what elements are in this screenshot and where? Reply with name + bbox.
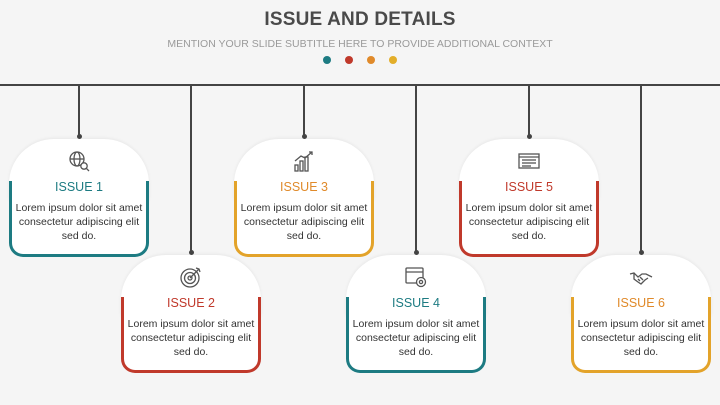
target-icon	[179, 265, 203, 289]
decor-dot-orange	[367, 56, 375, 64]
document-icon	[517, 149, 541, 173]
timeline-line	[0, 84, 720, 86]
page-title: ISSUE AND DETAILS	[264, 9, 456, 30]
issue-card-2: ISSUE 2 Lorem ipsum dolor sit amet conse…	[121, 255, 261, 373]
globe-search-icon	[67, 149, 91, 173]
issue-description: Lorem ipsum dolor sit amet consectetur a…	[577, 318, 705, 358]
connector-3	[303, 85, 305, 137]
issue-description: Lorem ipsum dolor sit amet consectetur a…	[127, 318, 255, 358]
issue-card-6: ISSUE 6 Lorem ipsum dolor sit amet conse…	[571, 255, 711, 373]
connector-4	[415, 85, 417, 253]
issue-description: Lorem ipsum dolor sit amet consectetur a…	[240, 202, 368, 242]
settings-window-icon	[404, 265, 428, 289]
connector-2	[190, 85, 192, 253]
connector-3-dot	[301, 134, 307, 139]
issue-card-4: ISSUE 4 Lorem ipsum dolor sit amet conse…	[346, 255, 486, 373]
issue-description: Lorem ipsum dolor sit amet consectetur a…	[465, 202, 593, 242]
issue-description: Lorem ipsum dolor sit amet consectetur a…	[15, 202, 143, 242]
connector-6	[640, 85, 642, 253]
handshake-icon	[629, 265, 653, 289]
issue-card-3: ISSUE 3 Lorem ipsum dolor sit amet conse…	[234, 139, 374, 257]
growth-chart-icon	[292, 149, 316, 173]
issue-label: ISSUE 2	[167, 296, 215, 310]
issue-label: ISSUE 5	[505, 180, 553, 194]
decor-dot-gold	[389, 56, 397, 64]
connector-5-dot	[526, 134, 532, 139]
issue-label: ISSUE 1	[55, 180, 103, 194]
issue-card-1: ISSUE 1 Lorem ipsum dolor sit amet conse…	[9, 139, 149, 257]
issue-label: ISSUE 6	[617, 296, 665, 310]
connector-1	[78, 85, 80, 137]
connector-5	[528, 85, 530, 137]
page-subtitle: MENTION YOUR SLIDE SUBTITLE HERE TO PROV…	[167, 38, 553, 50]
issue-label: ISSUE 3	[280, 180, 328, 194]
connector-4-dot	[413, 250, 419, 255]
issue-label: ISSUE 4	[392, 296, 440, 310]
connector-1-dot	[76, 134, 82, 139]
issue-card-5: ISSUE 5 Lorem ipsum dolor sit amet conse…	[459, 139, 599, 257]
connector-6-dot	[638, 250, 644, 255]
decor-dot-teal	[323, 56, 331, 64]
issue-description: Lorem ipsum dolor sit amet consectetur a…	[352, 318, 480, 358]
decor-dot-red	[345, 56, 353, 64]
connector-2-dot	[188, 250, 194, 255]
